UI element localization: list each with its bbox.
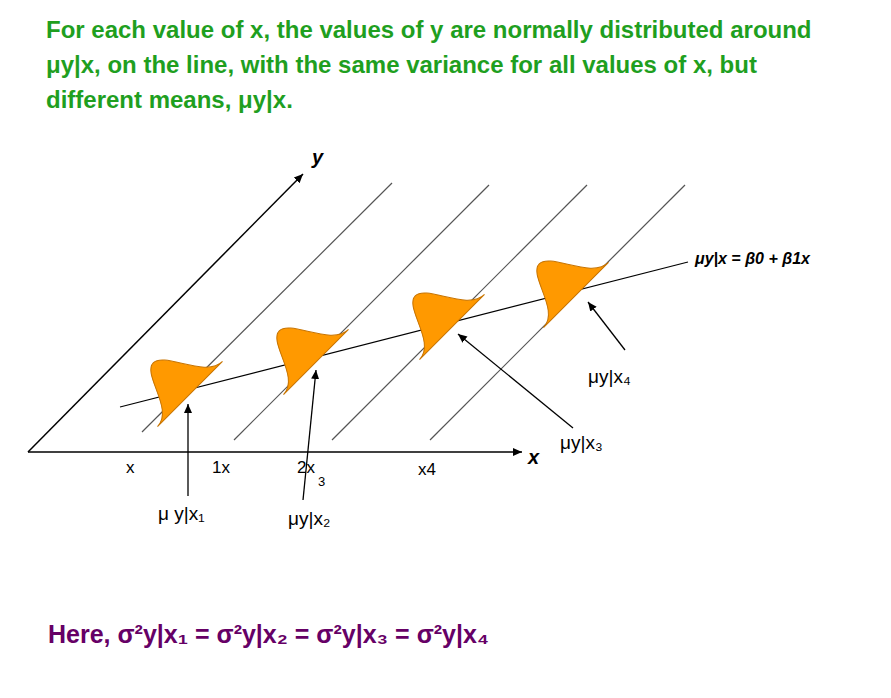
mean-callout: μy|x₂	[288, 508, 330, 530]
x-axis	[28, 451, 522, 453]
leader-arrows	[188, 302, 625, 500]
variance-note: Here, σ²y|x₁ = σ²y|x₂ = σ²y|x₃ = σ²y|x₄	[48, 620, 489, 649]
heading-text: For each value of x, the values of y are…	[46, 12, 846, 117]
mean-callout: μ y|x₁	[158, 503, 205, 525]
tick-label: 2x	[297, 458, 315, 478]
mean-callout: μy|x₃	[560, 432, 603, 454]
tick-label: 1x	[212, 458, 230, 478]
tick-label: 3	[318, 474, 325, 489]
axis-label: y	[312, 146, 323, 169]
axis-label: x	[528, 446, 539, 469]
tick-label: x	[126, 458, 135, 478]
x-plane-lines	[142, 183, 685, 440]
mean-callout: μy|x₄	[588, 366, 631, 388]
line-equation: μy|x = β0 + β1x	[695, 250, 810, 268]
tick-label: x4	[418, 460, 436, 480]
regression-line	[120, 262, 688, 407]
